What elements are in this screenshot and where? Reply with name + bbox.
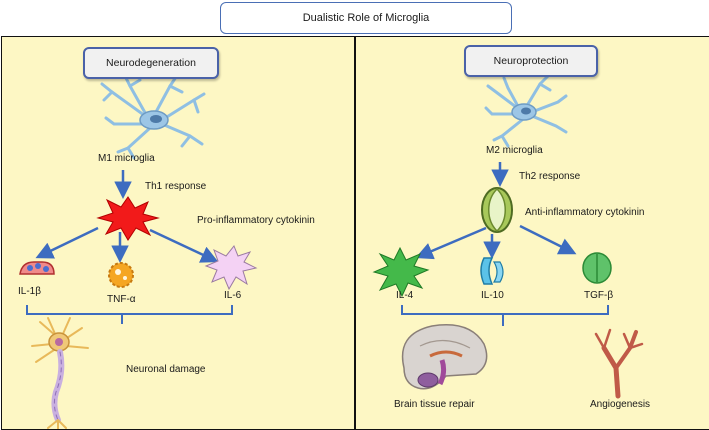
brain-tissue-repair-label: Brain tissue repair (394, 399, 475, 410)
il-10-icon (480, 257, 504, 285)
m2-microglia-icon (484, 74, 568, 148)
neuron-icon (31, 317, 89, 429)
m1-microglia-label: M1 microglia (98, 153, 155, 164)
diagram-title: Dualistic Role of Microglia (220, 2, 512, 34)
cytokine-burst-icon (96, 196, 160, 241)
neurodegeneration-header: Neurodegeneration (83, 47, 219, 79)
th1-response-label: Th1 response (145, 181, 207, 192)
il-6-icon (204, 245, 258, 291)
il-6-label: IL-6 (224, 290, 242, 301)
tgf-beta-label: TGF-β (584, 290, 614, 301)
th2-response-label: Th2 response (519, 171, 581, 182)
il-10-label: IL-10 (481, 290, 504, 301)
neuronal-damage-label: Neuronal damage (126, 364, 206, 375)
il-4-icon (372, 246, 430, 298)
il-4-label: IL-4 (396, 290, 414, 301)
m2-microglia-label: M2 microglia (486, 145, 543, 156)
brain-icon (401, 324, 488, 390)
neuroprotection-header: Neuroprotection (464, 45, 598, 77)
m1-microglia-icon (100, 72, 206, 160)
il-1b-label: IL-1β (18, 286, 41, 297)
blood-vessel-icon (594, 328, 644, 399)
angiogenesis-label: Angiogenesis (590, 399, 651, 410)
pro-inflammatory-label: Pro-inflammatory cytokinin (197, 215, 315, 226)
cytokine-seed-icon (481, 187, 513, 233)
tnf-alpha-icon (108, 262, 134, 288)
tnf-alpha-label: TNF-α (107, 294, 136, 305)
anti-inflammatory-label: Anti-inflammatory cytokinin (525, 207, 645, 218)
tgf-beta-icon (582, 252, 612, 284)
il-1b-icon (19, 261, 55, 275)
